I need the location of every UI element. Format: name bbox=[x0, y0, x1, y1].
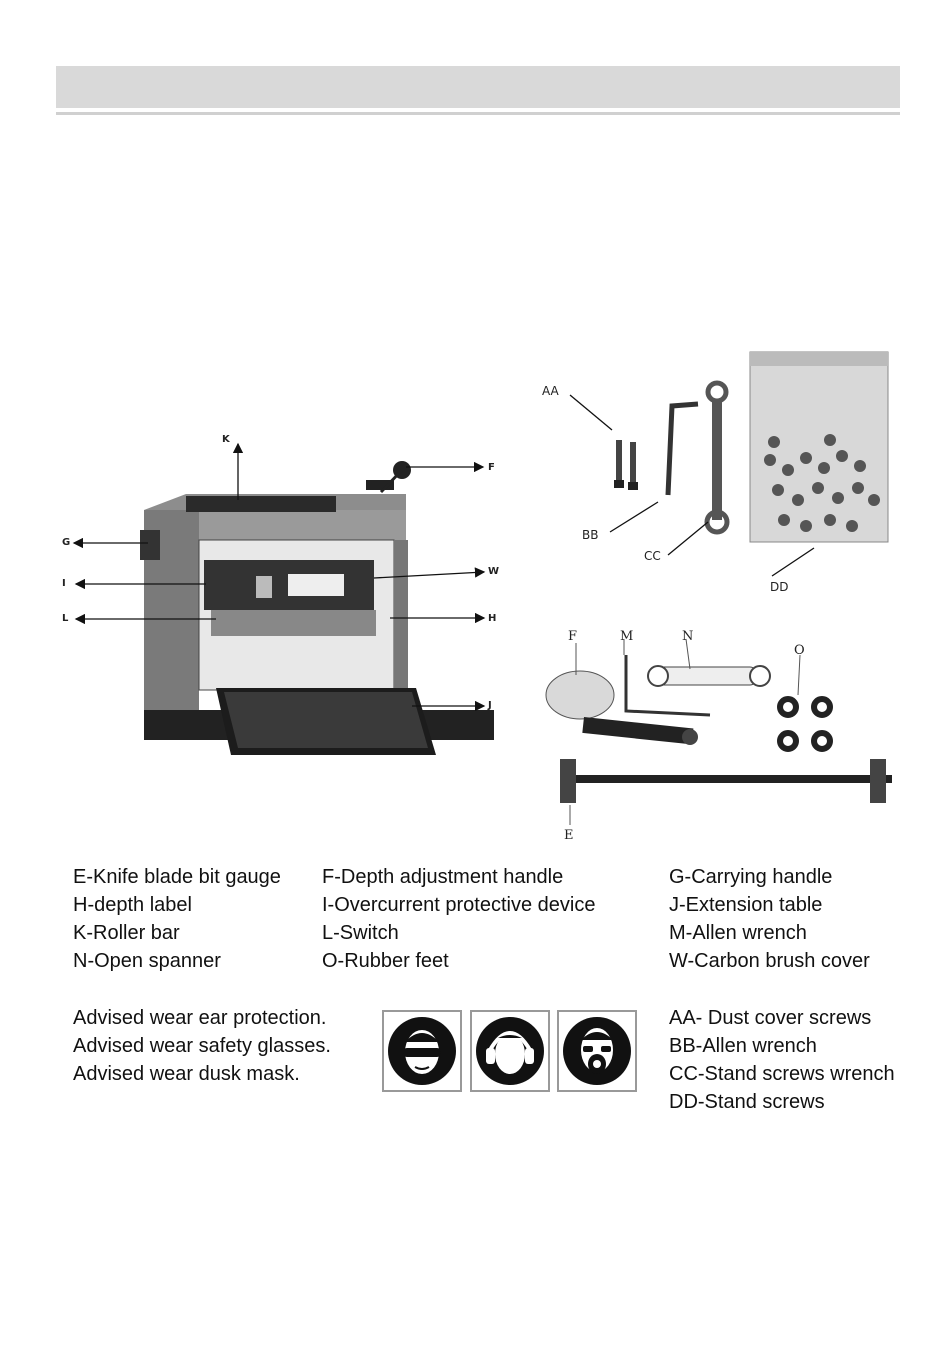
safety-glasses-icon bbox=[382, 1010, 462, 1092]
planer-machine-figure bbox=[72, 442, 494, 755]
legend-l: L-Switch bbox=[322, 922, 399, 944]
legend-g: G-Carrying handle bbox=[669, 866, 833, 888]
legend-o: O-Rubber feet bbox=[322, 950, 449, 972]
label-o: O bbox=[794, 643, 805, 658]
legend-h: H-depth label bbox=[73, 894, 192, 916]
legend-j: J-Extension table bbox=[669, 894, 823, 916]
legend-f: F-Depth adjustment handle bbox=[322, 866, 564, 888]
ear-protection-icon bbox=[470, 1010, 550, 1092]
advice-ear: Advised wear ear protection. bbox=[73, 1007, 327, 1029]
header-rule bbox=[56, 112, 900, 115]
parts-cc: CC-Stand screws wrench bbox=[669, 1063, 895, 1085]
label-i: I bbox=[62, 578, 66, 589]
legend-i: I-Overcurrent protective device bbox=[322, 894, 596, 916]
label-aa: AA bbox=[542, 384, 559, 398]
label-bb: BB bbox=[582, 528, 599, 542]
legend-m: M-Allen wrench bbox=[669, 922, 807, 944]
label-f: F bbox=[488, 462, 495, 473]
label-f-part: F bbox=[568, 629, 578, 644]
label-h: H bbox=[488, 613, 497, 624]
legend-w: W-Carbon brush cover bbox=[669, 950, 870, 972]
parts-dd: DD-Stand screws bbox=[669, 1091, 825, 1113]
header-bar bbox=[56, 66, 900, 108]
advice-glasses: Advised wear safety glasses. bbox=[73, 1035, 331, 1057]
parts-aa: AA- Dust cover screws bbox=[669, 1007, 872, 1029]
label-dd: DD bbox=[770, 580, 789, 594]
label-g: G bbox=[62, 537, 71, 548]
dust-mask-icon bbox=[557, 1010, 637, 1092]
label-e: E bbox=[564, 828, 574, 843]
label-k: K bbox=[222, 434, 230, 445]
legend-k: K-Roller bar bbox=[73, 922, 180, 944]
label-cc: CC bbox=[644, 549, 661, 563]
label-j: J bbox=[488, 700, 492, 711]
advice-mask: Advised wear dusk mask. bbox=[73, 1063, 300, 1085]
label-n: N bbox=[682, 629, 694, 644]
label-l: L bbox=[62, 613, 69, 624]
legend-n: N-Open spanner bbox=[73, 950, 221, 972]
legend-e: E-Knife blade bit gauge bbox=[73, 866, 281, 888]
label-w: W bbox=[488, 566, 500, 577]
parts-bb: BB-Allen wrench bbox=[669, 1035, 817, 1057]
label-m: M bbox=[620, 629, 634, 644]
parts-figure bbox=[545, 638, 892, 825]
accessories-figure bbox=[569, 351, 889, 577]
